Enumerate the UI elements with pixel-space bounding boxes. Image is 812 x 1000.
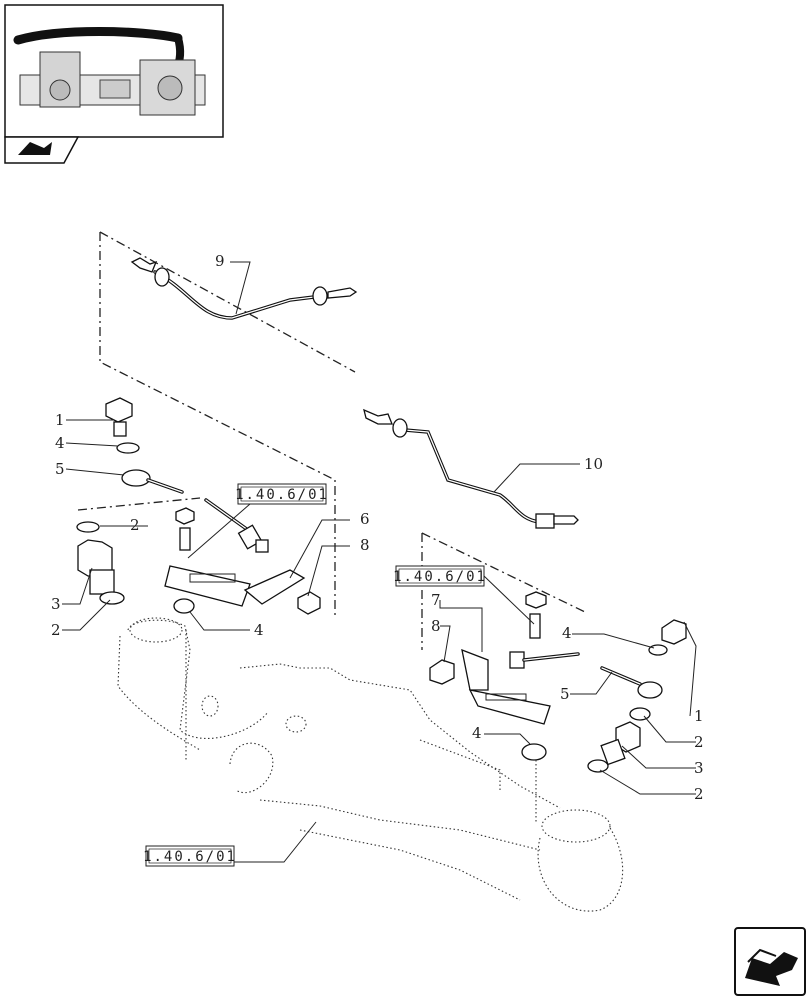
leader-lines bbox=[62, 261, 697, 795]
callout-2-right-bot: 2 bbox=[694, 785, 704, 803]
section-arrow-icon[interactable] bbox=[4, 136, 80, 164]
callout-6: 6 bbox=[360, 510, 370, 528]
callout-2-right-top: 2 bbox=[694, 733, 704, 751]
nut-8-left bbox=[297, 591, 321, 615]
axle-housing bbox=[117, 617, 624, 912]
callout-1-right: 1 bbox=[694, 707, 704, 725]
callout-4-right-bot: 4 bbox=[472, 724, 482, 742]
callout-5-right: 5 bbox=[560, 685, 570, 703]
axle-assembly-thumbnail[interactable] bbox=[4, 4, 224, 138]
callout-5-left: 5 bbox=[55, 460, 65, 478]
bleeder-screw-right bbox=[525, 591, 547, 639]
washer-2-left-top bbox=[76, 521, 100, 533]
next-page-arrow-icon[interactable] bbox=[734, 927, 806, 996]
callout-3-left: 3 bbox=[51, 595, 61, 613]
callout-4-right-top: 4 bbox=[562, 624, 572, 642]
washer-2-left-bot bbox=[99, 591, 125, 605]
bracket-7 bbox=[461, 648, 551, 725]
brake-pipe-9 bbox=[130, 257, 358, 320]
callout-3-right: 3 bbox=[694, 759, 704, 777]
adapter-3-right bbox=[600, 721, 641, 766]
washer-4-mid bbox=[173, 598, 195, 614]
reference-box-c[interactable]: 1.40.6/01 bbox=[143, 821, 317, 867]
reference-text-c: 1.40.6/01 bbox=[143, 849, 237, 865]
reference-box-b[interactable]: 1.40.6/01 bbox=[393, 565, 535, 625]
callout-2-left-bot: 2 bbox=[51, 621, 61, 639]
boundary-line-upper-left bbox=[99, 232, 336, 618]
washer-2-right-bot bbox=[587, 759, 609, 773]
callout-8-left: 8 bbox=[360, 536, 370, 554]
adapter-3-left bbox=[77, 539, 115, 595]
boundary-line-right bbox=[421, 532, 586, 650]
callout-4-mid: 4 bbox=[254, 621, 264, 639]
washer-4-left bbox=[116, 442, 140, 454]
callout-10: 10 bbox=[584, 455, 603, 473]
reference-box-a[interactable]: 1.40.6/01 bbox=[187, 483, 329, 559]
washer-2-right-top bbox=[629, 707, 651, 721]
callout-4-left: 4 bbox=[55, 434, 65, 452]
callout-2-left-top: 2 bbox=[130, 516, 140, 534]
bracket-6 bbox=[164, 565, 306, 607]
banjo-pipe-5-left bbox=[121, 469, 269, 553]
callout-1-left: 1 bbox=[55, 411, 65, 429]
boundary-line-left-group bbox=[77, 497, 201, 511]
callout-7: 7 bbox=[431, 591, 441, 609]
boundary-line-upper-left-2 bbox=[99, 231, 356, 373]
washer-4-right-bot bbox=[521, 743, 547, 761]
bleeder-screw-left bbox=[175, 507, 195, 551]
banjo-pipe-5-right bbox=[509, 651, 663, 699]
washer-4-right-top bbox=[648, 644, 668, 656]
callout-8-right: 8 bbox=[431, 617, 441, 635]
banjo-bolt-left bbox=[105, 397, 133, 437]
callout-numbers: 1 4 5 2 3 2 4 6 8 9 10 7 8 4 5 4 1 2 3 2 bbox=[51, 252, 704, 803]
reference-text-a: 1.40.6/01 bbox=[235, 487, 329, 503]
callout-9: 9 bbox=[215, 252, 225, 270]
nut-8-right bbox=[429, 659, 455, 685]
reference-text-b: 1.40.6/01 bbox=[393, 569, 487, 585]
brake-pipe-10 bbox=[363, 408, 579, 529]
banjo-bolt-right bbox=[661, 619, 687, 645]
